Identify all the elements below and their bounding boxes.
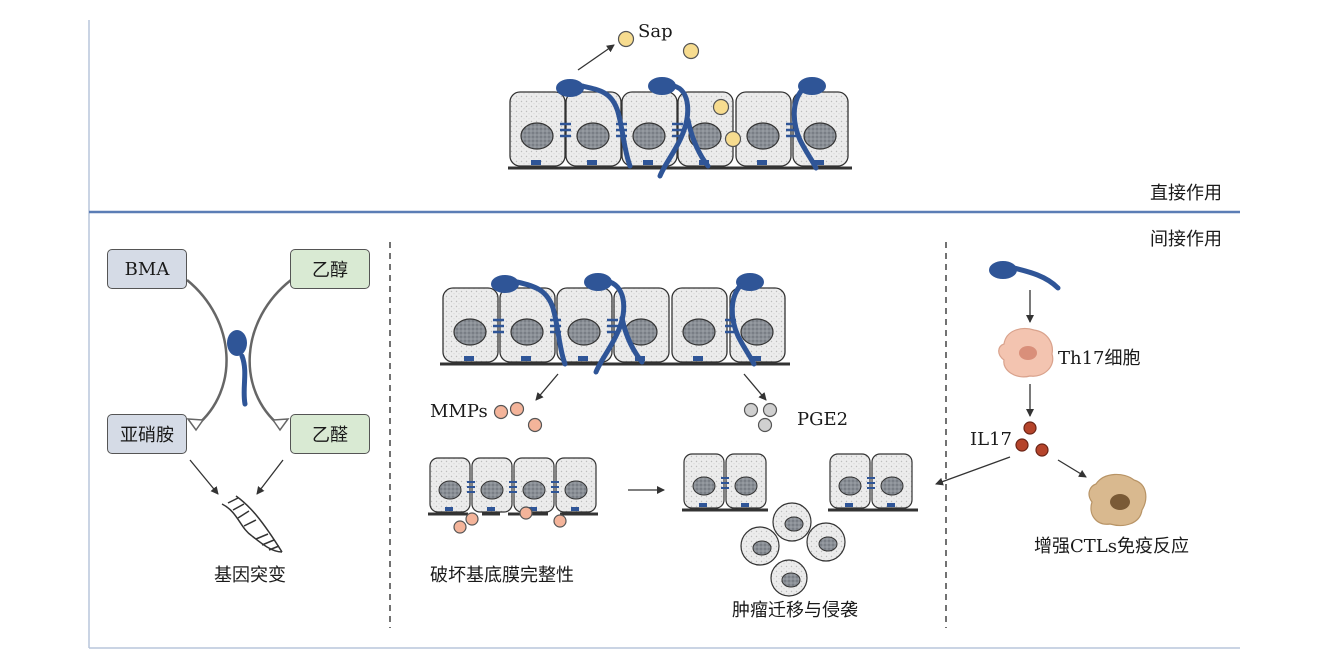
ctl-response-caption: 增强CTLs免疫反应 — [1034, 536, 1189, 557]
il17-to-ctl-arrow — [1057, 459, 1087, 478]
basement-membrane-caption: 破坏基底膜完整性 — [430, 565, 574, 586]
ethanol-box: 乙醇 — [290, 249, 370, 289]
pge2-label: PGE2 — [797, 409, 849, 430]
disrupted-epithelium — [428, 457, 598, 534]
nitrosamine-box: 亚硝胺 — [107, 414, 187, 454]
bma-box: BMA — [107, 249, 187, 289]
bma-to-nitrosamine-arrow — [186, 279, 228, 427]
th17-cell — [998, 327, 1054, 378]
middle-epithelium — [428, 273, 918, 597]
direct-effect-title: 直接作用 — [1150, 183, 1222, 204]
nitrosamine-to-dna-arrow — [189, 459, 219, 495]
th17-label: Th17细胞 — [1058, 348, 1141, 369]
metabolism-arrows — [186, 279, 292, 553]
pge2-particles — [743, 402, 778, 433]
mmps-label: MMPs — [430, 401, 488, 422]
bacterium-right — [989, 261, 1061, 291]
gene-mutation-caption: 基因突变 — [214, 565, 286, 586]
mmp-particles — [493, 401, 543, 433]
sap-arrow — [577, 44, 615, 71]
mmps-arrow — [535, 373, 559, 401]
dna-icon — [221, 495, 283, 553]
sap-label: Sap — [638, 21, 673, 42]
top-epithelium — [508, 30, 852, 179]
ethanol-to-acetaldehyde-arrow — [248, 279, 292, 427]
il17-to-tumor-arrow — [935, 456, 1011, 486]
bacterium-left — [227, 330, 248, 407]
tumor-migration-caption: 肿瘤迁移与侵袭 — [732, 600, 858, 621]
il17-particles — [1015, 421, 1049, 457]
invasion-cells — [682, 453, 918, 597]
indirect-effect-title: 间接作用 — [1150, 229, 1222, 250]
sap-particles — [617, 30, 742, 148]
ctl-cell — [1088, 473, 1147, 527]
acetaldehyde-to-dna-arrow — [256, 459, 284, 495]
il17-label: IL17 — [970, 429, 1012, 450]
bacteria — [556, 77, 826, 179]
acetaldehyde-box: 乙醛 — [290, 414, 370, 454]
immune-pathway — [935, 261, 1147, 527]
pge2-arrow — [743, 373, 767, 401]
